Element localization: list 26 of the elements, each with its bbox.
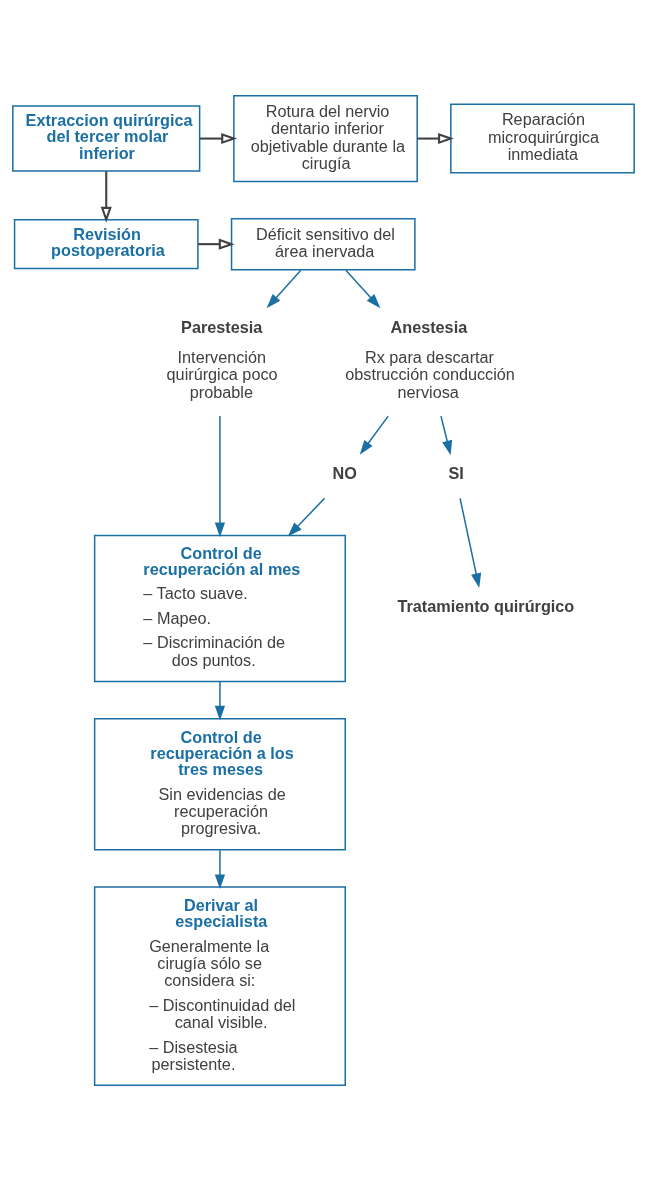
arrow	[345, 269, 381, 309]
arrow	[214, 849, 226, 890]
arrow	[440, 415, 453, 456]
arrow	[198, 238, 235, 250]
node-box: Control de recuperación al mes – Tacto suave. – Mapeo. – Discriminación de dos puntos.	[93, 534, 346, 683]
node-text: NO	[332, 464, 357, 483]
node-box: Déficit sensitivo del área inervada	[230, 217, 416, 271]
arrow	[100, 171, 112, 223]
arrow	[214, 415, 226, 538]
arrow	[417, 133, 454, 145]
arrow	[214, 680, 226, 721]
node-text: Parestesia Intervención quirúrgica poco probable	[166, 317, 278, 401]
node-box: Reparación microquirúrgica inmediata	[450, 103, 635, 174]
arrow	[287, 497, 326, 537]
node-box: Derivar al especialista Generalmente la cirugía sólo se considera si: – Discontinuidad del canal visible. – Disestesia persistente.	[93, 886, 346, 1087]
arrow	[200, 133, 238, 145]
node-text: Tratamiento quirúrgico	[397, 597, 575, 616]
node-box: Revisión postoperatoria	[13, 219, 199, 270]
arrow	[359, 415, 389, 455]
node-box: Control de recuperación a los tres meses Sin evidencias de recuperación progresiva.	[93, 717, 346, 851]
arrow	[459, 497, 482, 588]
node-box: Extraccion quirúrgica del tercer molar inferior	[12, 105, 201, 172]
node-text: Anestesia Rx para descartar obstrucción conducción nerviosa	[345, 317, 515, 401]
arrow	[266, 269, 302, 309]
node-box: Rotura del nervio dentario inferior objetivable durante la cirugía	[233, 94, 418, 183]
node-text: SI	[448, 464, 464, 483]
